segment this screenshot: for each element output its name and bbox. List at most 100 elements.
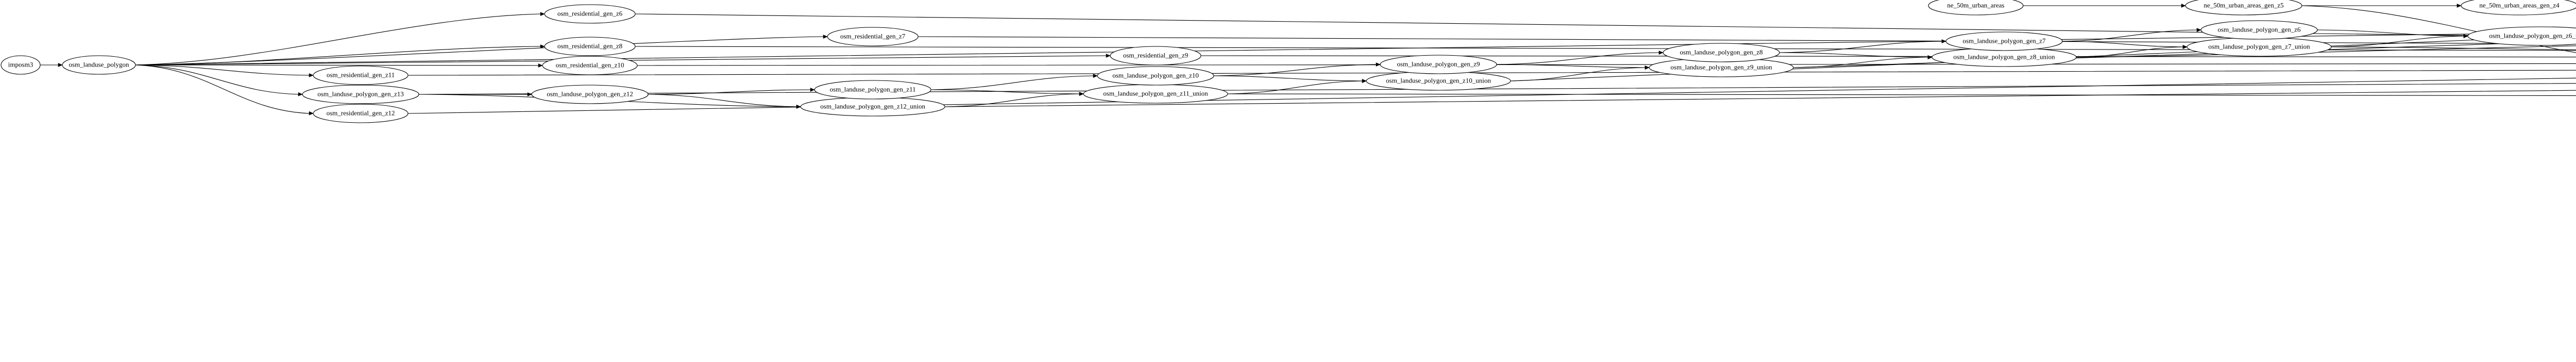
node-label: osm_landuse_polygon_gen_z7_union (2208, 42, 2310, 50)
edge-arrowhead (1079, 92, 1084, 96)
edge-arrowhead (2456, 4, 2462, 8)
node-ellipse (2467, 26, 2576, 46)
graph-node-osm_landuse_polygon_gen_z11[interactable]: osm_landuse_polygon_gen_z11 (814, 80, 931, 100)
node-label: ne_50m_urban_areas_gen_z4 (2479, 1, 2560, 9)
node-label: ne_50m_urban_areas_gen_z5 (2204, 1, 2283, 9)
edge-arrowhead (1645, 65, 1650, 70)
graph-edge (2076, 46, 2184, 58)
node-ellipse (542, 56, 638, 75)
node-ellipse (1945, 31, 2063, 51)
graph-edge (135, 13, 541, 65)
node-ellipse (544, 4, 636, 24)
graph-node-osm_landuse_polygon_gen_z9_union[interactable]: osm_landuse_polygon_gen_z9_union (1649, 58, 1794, 77)
graph-node-ne_50m_urban_areas[interactable]: ne_50m_urban_areas (1928, 0, 2024, 15)
node-label: ne_50m_urban_areas (1947, 1, 2004, 9)
node-label: osm_landuse_polygon_gen_z6 (2217, 25, 2301, 33)
graph-node-osm_landuse_polygon_gen_z12[interactable]: osm_landuse_polygon_gen_z12 (531, 85, 649, 104)
edge-arrowhead (538, 63, 543, 68)
graph-node-osm_landuse_polygon_gen_z7_union[interactable]: osm_landuse_polygon_gen_z7_union (2187, 37, 2332, 57)
edge-arrowhead (796, 105, 801, 109)
node-ellipse (1380, 55, 1497, 74)
graph-edge (1793, 57, 1929, 68)
graph-edge (1496, 52, 1660, 65)
graph-node-osm_landuse_polygon_gen_z9[interactable]: osm_landuse_polygon_gen_z9 (1380, 55, 1497, 74)
edge-arrowhead (298, 92, 303, 96)
graph-node-osm_landuse_polygon[interactable]: osm_landuse_polygon (62, 55, 136, 75)
graph-node-osm_landuse_polygon_gen_z6[interactable]: osm_landuse_polygon_gen_z6 (2200, 20, 2318, 40)
graph-edge (1779, 52, 1929, 58)
node-layer: imposm3 osm_landuse_polygon osm_residentia… (1, 0, 2576, 123)
graph-edge (635, 46, 2576, 51)
node-label: osm_residential_gen_z6 (557, 9, 623, 17)
graph-node-osm_landuse_polygon_gen_z7[interactable]: osm_landuse_polygon_gen_z7 (1945, 31, 2063, 51)
node-ellipse (1928, 0, 2024, 15)
edge-arrowhead (1106, 54, 1111, 58)
node-ellipse (544, 37, 636, 56)
edge-arrowhead (540, 44, 545, 48)
node-label: osm_landuse_polygon_gen_z9_union (1670, 63, 1772, 71)
graph-node-osm_landuse_polygon_gen_z6_union[interactable]: osm_landuse_polygon_gen_z6_union (2467, 26, 2576, 46)
node-label: osm_landuse_polygon_gen_z8 (1680, 48, 1762, 56)
node-label: osm_residential_gen_z10 (556, 61, 624, 69)
graph-node-osm_landuse_polygon_gen_z10_union[interactable]: osm_landuse_polygon_gen_z10_union (1366, 71, 1511, 91)
graph-node-imposm3[interactable]: imposm3 (1, 55, 41, 75)
edge-arrowhead (527, 92, 532, 96)
node-ellipse (827, 27, 919, 46)
node-label: osm_landuse_polygon (69, 60, 129, 68)
edge-arrowhead (309, 111, 314, 116)
graph-node-ne_50m_urban_areas_gen_z4[interactable]: ne_50m_urban_areas_gen_z4 (2461, 0, 2576, 15)
edge-arrowhead (2196, 28, 2201, 32)
graph-edge (2317, 29, 2465, 37)
graph-node-osm_residential_gen_z11[interactable]: osm_residential_gen_z11 (313, 65, 409, 85)
graph-edge (930, 89, 1080, 94)
edge-arrowhead (1927, 55, 1933, 59)
node-label: osm_landuse_polygon_gen_z11_union (1103, 89, 1208, 97)
graph-node-osm_landuse_polygon_gen_z13[interactable]: osm_landuse_polygon_gen_z13 (302, 85, 419, 104)
node-label: osm_landuse_polygon_gen_z7 (1962, 37, 2046, 44)
edge-arrowhead (58, 63, 63, 67)
graph-node-osm_landuse_polygon_gen_z8[interactable]: osm_landuse_polygon_gen_z8 (1663, 43, 1780, 62)
graph-node-osm_residential_gen_z8[interactable]: osm_residential_gen_z8 (544, 37, 636, 56)
graph-edge (1213, 75, 1363, 81)
node-label: osm_landuse_polygon_gen_z10_union (1386, 76, 1491, 84)
graph-edge (135, 64, 299, 95)
graph-edge (1779, 41, 1943, 53)
edge-arrowhead (823, 35, 828, 39)
node-label: osm_landuse_polygon_gen_z8_union (1953, 53, 2055, 60)
graph-edge (135, 64, 310, 76)
node-ellipse (814, 80, 931, 100)
graph-node-osm_residential_gen_z7[interactable]: osm_residential_gen_z7 (827, 27, 919, 46)
edge-arrowhead (1941, 39, 1946, 43)
graph-node-osm_landuse_polygon_gen_z10[interactable]: osm_landuse_polygon_gen_z10 (1097, 66, 1214, 86)
graph-node-ne_50m_urban_areas_gen_z5[interactable]: ne_50m_urban_areas_gen_z5 (2185, 0, 2302, 15)
graph-edge (135, 64, 310, 114)
graph-edge (944, 93, 1080, 107)
edge-arrowhead (1093, 74, 1098, 78)
graph-node-osm_residential_gen_z10[interactable]: osm_residential_gen_z10 (542, 56, 638, 75)
graph-edge (637, 63, 2576, 66)
node-ellipse (1, 55, 41, 75)
node-label: osm_landuse_polygon_gen_z6_union (2489, 31, 2576, 39)
graph-edge (2076, 45, 2576, 58)
node-label: osm_residential_gen_z7 (840, 32, 906, 40)
graph-edge (918, 36, 2576, 44)
node-ellipse (2185, 0, 2302, 15)
graph-node-osm_residential_gen_z9[interactable]: osm_residential_gen_z9 (1110, 46, 1201, 65)
graph-node-osm_residential_gen_z6[interactable]: osm_residential_gen_z6 (544, 4, 636, 24)
graph-node-osm_landuse_polygon_gen_z12_union[interactable]: osm_landuse_polygon_gen_z12_union (800, 97, 945, 117)
graph-edge (408, 77, 2576, 114)
graph-edge (1510, 67, 1646, 81)
node-label: osm_landuse_polygon_gen_z13 (317, 90, 404, 97)
edge-arrowhead (309, 73, 314, 77)
edge-arrowhead (2181, 4, 2186, 8)
node-label: osm_landuse_polygon_gen_z9 (1397, 60, 1480, 68)
graph-edge (1227, 80, 1363, 94)
graph-node-osm_landuse_polygon_gen_z8_union[interactable]: osm_landuse_polygon_gen_z8_union (1931, 47, 2077, 67)
node-ellipse (302, 85, 419, 104)
graph-edge (2062, 41, 2184, 47)
graph-node-osm_landuse_polygon_gen_z11_union[interactable]: osm_landuse_polygon_gen_z11_union (1083, 84, 1228, 104)
graph-node-osm_residential_gen_z12[interactable]: osm_residential_gen_z12 (313, 104, 409, 123)
edge-arrowhead (540, 12, 545, 17)
node-ellipse (313, 104, 409, 123)
